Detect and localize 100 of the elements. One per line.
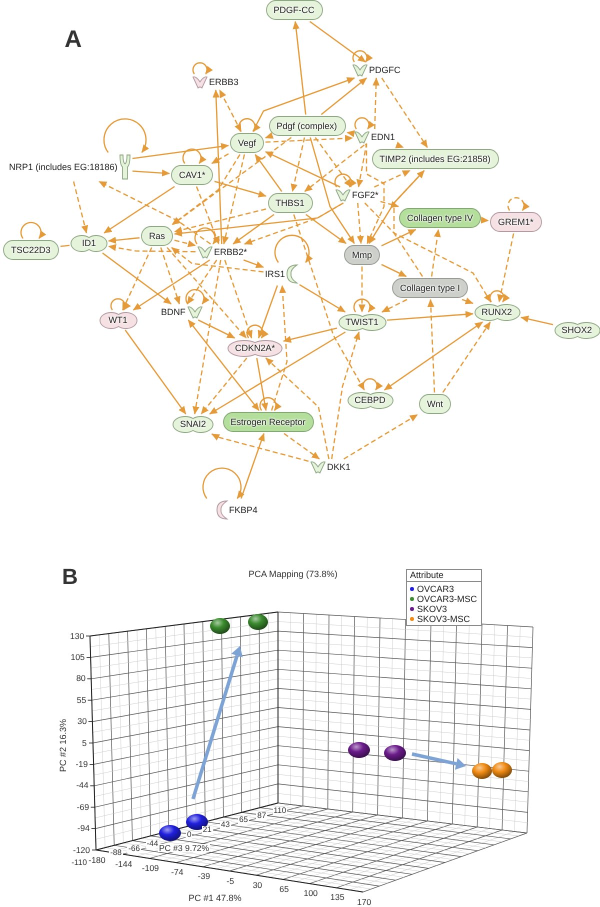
- dashed-arrow: [265, 134, 353, 143]
- dashed-arrow: [265, 358, 330, 460]
- dashed-arrow: [108, 244, 196, 252]
- node-label: PDGF-CC: [274, 5, 314, 15]
- axis-tick-label: 80: [76, 674, 86, 683]
- dashed-arrow: [343, 414, 418, 460]
- arrow: [124, 330, 186, 414]
- axis-title: PC #2 16.3%: [58, 718, 68, 772]
- dashed-arrow: [427, 299, 436, 393]
- arrow: [104, 186, 175, 234]
- dashed-arrow: [480, 216, 489, 224]
- dashed-arrow: [196, 186, 220, 244]
- dashed-arrow: [293, 214, 365, 390]
- dashed-arrow: [290, 137, 306, 192]
- dashed-arrow: [380, 200, 399, 208]
- node-label: NRP1 (includes EG:18186): [9, 162, 118, 172]
- dashed-arrow: [122, 247, 152, 310]
- arrow: [256, 358, 268, 411]
- dashed-arrow: [222, 154, 246, 244]
- dashed-arrow: [364, 202, 492, 302]
- dashed-arrow: [372, 78, 380, 130]
- arrow: [254, 154, 282, 192]
- loop-arrow: [246, 324, 268, 338]
- loop-arrow: [182, 148, 206, 164]
- dashed-arrow: [358, 266, 366, 312]
- axis-tick-label: 170: [357, 898, 372, 906]
- dashed-arrow: [430, 229, 441, 277]
- dashed-arrow: [393, 170, 425, 277]
- axis-tick-label: 105: [70, 652, 85, 662]
- node-label: ERBB3: [209, 77, 239, 87]
- node-label: CEBPD: [354, 395, 386, 405]
- dashed-arrow: [211, 433, 309, 462]
- arrow: [265, 151, 340, 188]
- arrow: [209, 331, 346, 415]
- node-label: Vegf: [238, 138, 256, 148]
- loop-arrow: [352, 50, 373, 62]
- panel-letter: B: [62, 566, 78, 588]
- dashed-arrow: [160, 247, 180, 304]
- node-label: Collagen type I: [400, 283, 460, 293]
- node-label: RUNX2: [482, 307, 512, 317]
- dashed-arrow: [244, 202, 344, 245]
- node-label: PDGFC: [369, 65, 400, 75]
- arrow: [132, 170, 170, 176]
- loop-arrow: [489, 290, 510, 302]
- dashed-arrow: [186, 260, 218, 304]
- arrow: [108, 236, 140, 244]
- arrow: [240, 433, 265, 499]
- panel-letter: A: [64, 28, 82, 52]
- node-label: TSC22D3: [11, 245, 51, 255]
- axis-title: PC #1 47.8%: [188, 894, 242, 902]
- dashed-arrow: [356, 143, 368, 188]
- arrow: [309, 20, 366, 63]
- arrow: [198, 319, 236, 339]
- node-label: ID1: [82, 238, 96, 248]
- dashed-arrow: [382, 298, 408, 313]
- node-label: IRS1: [265, 269, 286, 279]
- node-label: Wnt: [427, 399, 444, 409]
- loop-arrow: [20, 222, 46, 239]
- dashed-arrow: [331, 332, 360, 460]
- dashed-arrow: [72, 181, 88, 234]
- dashed-arrow: [374, 170, 411, 188]
- arrow: [306, 214, 346, 244]
- node-label: DKK1: [327, 462, 351, 472]
- node-label: TIMP2 (includes EG:21858): [380, 154, 491, 164]
- loop-arrow: [110, 298, 131, 310]
- arrow: [386, 310, 474, 321]
- loop-arrow: [274, 234, 313, 263]
- arrow: [243, 259, 264, 268]
- dashed-arrow: [192, 260, 222, 414]
- axis-tick-label: 135: [330, 893, 344, 902]
- arrow: [283, 327, 338, 343]
- dashed-arrow: [304, 144, 365, 192]
- node-label: WT1: [108, 315, 128, 325]
- loop-arrow: [202, 468, 244, 499]
- node-label: GREM1*: [498, 217, 534, 227]
- arrow: [212, 90, 222, 244]
- axis-tick-label: 55: [76, 696, 86, 704]
- loop-arrow: [334, 174, 356, 188]
- dashed-arrow: [200, 358, 248, 414]
- node-label: CAV1*: [179, 170, 206, 180]
- dashed-double-arrow: [219, 90, 242, 132]
- node-label: SNAI2: [180, 419, 206, 429]
- arrow: [520, 316, 554, 326]
- node-label: Collagen type IV: [407, 213, 474, 223]
- dashed-arrow: [284, 432, 320, 460]
- node-label: THBS1: [276, 198, 305, 208]
- arrow: [381, 264, 407, 278]
- legend-label: OVCAR3: [417, 584, 454, 594]
- arrow: [299, 284, 346, 313]
- node-label: BDNF: [161, 307, 186, 317]
- loop-arrow: [354, 117, 375, 130]
- dashed-arrow: [172, 136, 292, 226]
- arrow: [368, 170, 425, 244]
- dashed-arrow: [211, 153, 229, 164]
- connector-line: [60, 244, 70, 248]
- dashed-arrow: [395, 142, 404, 148]
- dashed-arrow: [364, 143, 385, 244]
- dashed-arrow: [442, 322, 491, 393]
- arrow: [252, 77, 355, 132]
- loop-arrow: [362, 378, 383, 390]
